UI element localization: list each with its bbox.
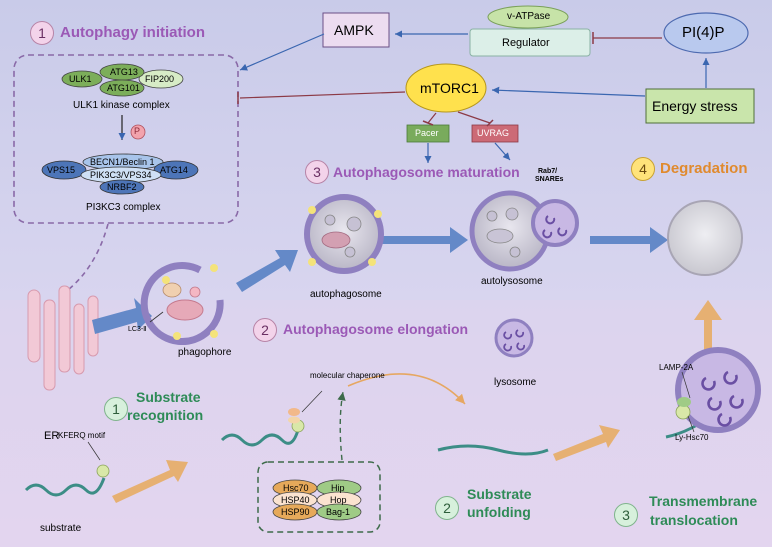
section-title: unfolding bbox=[467, 504, 531, 520]
hsp40-label: HSP40 bbox=[281, 495, 310, 505]
ampk-node: AMPK bbox=[334, 22, 374, 38]
vesicle-with-mitochondria-icon bbox=[304, 194, 384, 274]
snares-label: SNAREs bbox=[535, 176, 564, 183]
kferq-label: KFERQ motif bbox=[58, 431, 106, 440]
phosphorylation-badge: P bbox=[134, 126, 141, 136]
atg101-label: ATG101 bbox=[107, 83, 140, 93]
becn1-label: BECN1/Beclin 1 bbox=[90, 157, 155, 167]
degraded-vesicle-icon bbox=[667, 200, 743, 276]
pi3k-complex-caption: PI3KC3 complex bbox=[86, 202, 161, 213]
section-title: Transmembrane bbox=[649, 493, 758, 509]
molecular-chaperone-label: molecular chaperone bbox=[310, 371, 385, 380]
stacked-membrane-er-icon bbox=[27, 285, 99, 391]
autophagosome-label: autophagosome bbox=[310, 289, 382, 300]
phagophore-cup-icon bbox=[140, 262, 224, 345]
pi4p-node: PI(4)P bbox=[682, 24, 725, 41]
step-number-badge: 4 bbox=[631, 157, 655, 181]
step-number-badge: 3 bbox=[305, 160, 329, 184]
lamp2a-label: LAMP-2A bbox=[659, 363, 694, 372]
autolysosome-icon bbox=[469, 190, 579, 272]
vps15-label: VPS15 bbox=[47, 165, 76, 175]
bag1-label: Bag-1 bbox=[326, 507, 351, 517]
er-label: ER bbox=[44, 430, 60, 442]
section-title: recognition bbox=[127, 407, 204, 423]
step-number-badge: 2 bbox=[253, 318, 277, 342]
mtorc1-node: mTORC1 bbox=[420, 80, 479, 96]
hip-label: Hip bbox=[331, 483, 345, 493]
atg13-label: ATG13 bbox=[110, 67, 138, 77]
substrate-label: substrate bbox=[40, 523, 82, 534]
section-title: Substrate bbox=[136, 389, 201, 405]
autolysosome-label: autolysosome bbox=[481, 276, 543, 287]
fip200-label: FIP200 bbox=[145, 74, 175, 84]
ulk-complex-caption: ULK1 kinase complex bbox=[73, 100, 170, 111]
ly-hsc70-label: Ly-Hsc70 bbox=[675, 433, 709, 442]
section-title: Autophagosome maturation bbox=[333, 164, 520, 180]
atg14-label: ATG14 bbox=[160, 165, 188, 175]
v-atpase-node: v-ATPase bbox=[507, 11, 551, 22]
section-title: Substrate bbox=[467, 486, 532, 502]
uvrag-node: UVRAG bbox=[477, 128, 510, 138]
hop-label: Hop bbox=[330, 495, 347, 505]
section-title: Autophagosome elongation bbox=[283, 321, 469, 337]
step-number-badge: 3 bbox=[614, 503, 638, 527]
section-title: translocation bbox=[650, 512, 738, 528]
step-number-badge: 2 bbox=[435, 496, 459, 520]
phagophore-label: phagophore bbox=[178, 347, 232, 358]
step-number-badge: 1 bbox=[30, 21, 54, 45]
lysosome-label: lysosome bbox=[494, 377, 537, 388]
energy-stress-node: Energy stress bbox=[652, 98, 738, 114]
step-number-badge: 1 bbox=[104, 397, 128, 421]
hsc70-label: Hsc70 bbox=[283, 483, 309, 493]
nrbf2-label: NRBF2 bbox=[107, 182, 137, 192]
pik3c3-label: PIK3C3/VPS34 bbox=[90, 170, 152, 180]
pacer-node: Pacer bbox=[415, 128, 439, 138]
regulator-node: Regulator bbox=[502, 37, 550, 49]
section-title: Degradation bbox=[660, 160, 748, 177]
lysosome-icon bbox=[494, 318, 534, 358]
rab7-label: Rab7/ bbox=[538, 168, 558, 175]
ulk1-label: ULK1 bbox=[69, 74, 92, 84]
section-title: Autophagy initiation bbox=[60, 24, 205, 41]
lc3-label: LC3-Ⅱ bbox=[128, 326, 147, 333]
hsp90-label: HSP90 bbox=[281, 507, 310, 517]
